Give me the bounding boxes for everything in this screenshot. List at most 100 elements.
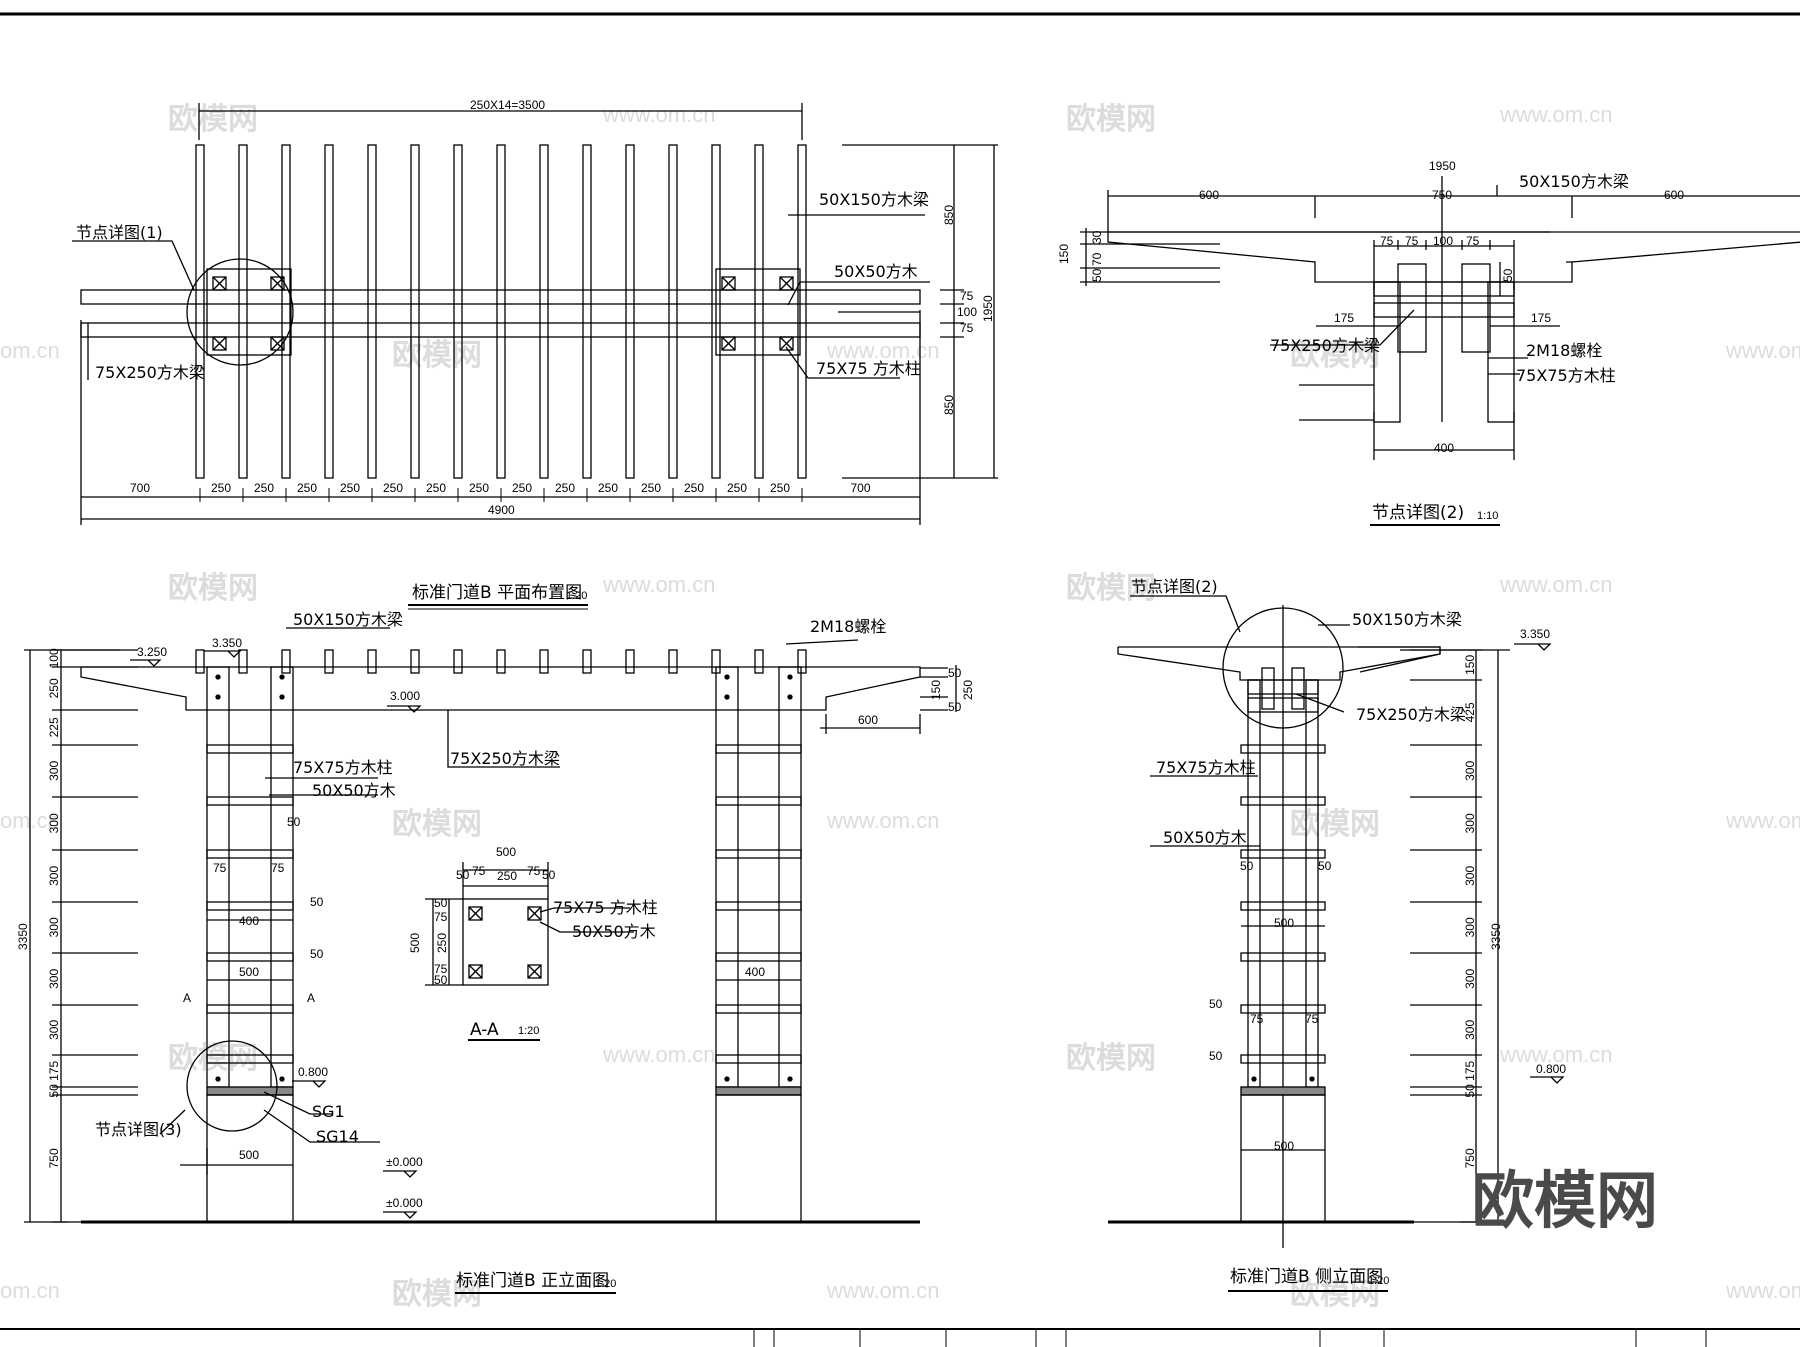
rung	[206, 796, 294, 806]
plan-purlins	[195, 144, 807, 479]
bolt-dot	[787, 694, 793, 700]
front-purlin	[797, 649, 807, 674]
front-purlin	[324, 649, 334, 674]
front-elev-3350: 3.350	[212, 636, 242, 650]
bolt-dot	[724, 674, 730, 680]
front-title: 标准门道B 正立面图	[456, 1271, 609, 1291]
watermark-url: www.om.cn	[602, 572, 715, 597]
watermark-brand: 欧模网	[1066, 1041, 1156, 1076]
plan-title: 标准门道B 平面布置图	[412, 583, 582, 603]
watermark-url: www.om.cn	[826, 808, 939, 833]
node2-bolt-label: 2M18螺栓	[1526, 341, 1602, 360]
side-elev-3350: 3.350	[1520, 627, 1550, 641]
plan-scale: 1:20	[566, 590, 587, 602]
rung	[206, 849, 294, 859]
watermark-url: www.om.cn	[1725, 338, 1800, 363]
post-mark	[779, 336, 794, 351]
node2-purlin-label: 50X150方木梁	[1519, 172, 1629, 191]
side-d50x2: 50	[1209, 1049, 1223, 1063]
side-level-dim: 300	[1463, 917, 1477, 937]
rung	[206, 744, 294, 754]
plan-dim-850-top: 850	[942, 205, 956, 225]
plan-square50-label: 50X50方木	[834, 262, 918, 281]
post-mark	[212, 336, 227, 351]
front-d50b: 50	[310, 895, 324, 909]
watermark-brand: 欧模网	[168, 1041, 258, 1076]
side-d50l: 50	[1240, 859, 1254, 873]
plan-dim-1950: 1950	[981, 295, 995, 322]
bolt-dot	[787, 1076, 793, 1082]
rung	[715, 744, 802, 754]
side-title: 标准门道B 侧立面图	[1230, 1267, 1383, 1287]
watermark-url: www.om.cn	[1725, 1278, 1800, 1303]
watermark-url: om.cn	[0, 338, 60, 363]
plan-bottom-dim: 250	[727, 481, 747, 495]
post-mark-cross	[212, 276, 227, 291]
section-top-75b: 75	[527, 864, 541, 878]
front-d500a: 500	[239, 965, 259, 979]
plan-purlin	[281, 144, 291, 479]
plan-purlin	[496, 144, 506, 479]
watermark-url: www.om.cn	[1499, 572, 1612, 597]
plan-purlin	[453, 144, 463, 479]
front-level-dim: 300	[47, 866, 61, 886]
bolt-dot	[724, 694, 730, 700]
front-purlin	[453, 649, 463, 674]
front-purlin	[410, 649, 420, 674]
front-end-250: 250	[961, 680, 975, 700]
section-post-label: 75X75 方木柱	[553, 898, 658, 917]
front-node3-label: 节点详图(3)	[95, 1120, 182, 1139]
front-d400r: 400	[745, 965, 765, 979]
section-top-total: 500	[496, 845, 516, 859]
bolt-dot	[215, 674, 221, 680]
front-level-dim: 100	[47, 648, 61, 668]
section-left-75a: 75	[434, 910, 448, 924]
side-level-dim: 150	[1463, 655, 1477, 675]
front-d400: 400	[239, 914, 259, 928]
rung	[715, 849, 802, 859]
plan-bottom-dim: 250	[254, 481, 274, 495]
front-end-50b: 50	[948, 700, 962, 714]
bolt-dot	[1309, 1076, 1315, 1082]
node2-175-right: 175	[1531, 311, 1551, 325]
side-rungs	[1240, 744, 1326, 1082]
front-beam-label: 75X250方木梁	[450, 749, 560, 768]
rung	[1240, 952, 1326, 962]
front-level-dim: 50	[47, 1084, 61, 1098]
side-scale: 1:20	[1368, 1275, 1389, 1287]
node2-inner-75b: 75	[1405, 234, 1419, 248]
node2-scale: 1:10	[1477, 510, 1498, 522]
front-purlin	[539, 649, 549, 674]
section-left-50b: 50	[434, 973, 448, 987]
node2-bottom-dim: 400	[1434, 441, 1454, 455]
node2-175-left: 175	[1334, 311, 1354, 325]
node2-detail	[1080, 176, 1800, 460]
plan-bottom-dim: 250	[426, 481, 446, 495]
front-purlin	[668, 649, 678, 674]
side-level-ticks	[1410, 649, 1482, 1223]
bolt-dot	[724, 1076, 730, 1082]
plan-post-group-left	[206, 268, 292, 356]
side-node2-label: 节点详图(2)	[1131, 577, 1218, 596]
side-d500b: 500	[1274, 1139, 1294, 1153]
post-mark-cross	[270, 276, 285, 291]
plan-bottom-dim: 250	[684, 481, 704, 495]
front-purlins	[195, 649, 807, 700]
side-level-dim: 50	[1463, 1084, 1477, 1098]
side-level-dim: 300	[1463, 969, 1477, 989]
rung	[715, 1004, 802, 1014]
plan-purlin	[195, 144, 205, 479]
rung	[1240, 849, 1326, 859]
front-level-dim: 300	[47, 1020, 61, 1040]
plan-texts: 250X14=3500 节点详图(1) 50X150方木梁 50X50方木 75…	[76, 98, 995, 603]
rung	[715, 901, 802, 911]
front-elev-3000: 3.000	[390, 689, 420, 703]
plan-purlin	[797, 144, 807, 479]
front-purlin	[582, 649, 592, 674]
watermark-brand: 欧模网	[168, 571, 258, 606]
front-square50-label: 50X50方木	[312, 781, 396, 800]
front-d75a: 75	[213, 861, 227, 875]
watermark-brand: 欧模网	[1290, 338, 1380, 373]
rung	[206, 901, 294, 911]
